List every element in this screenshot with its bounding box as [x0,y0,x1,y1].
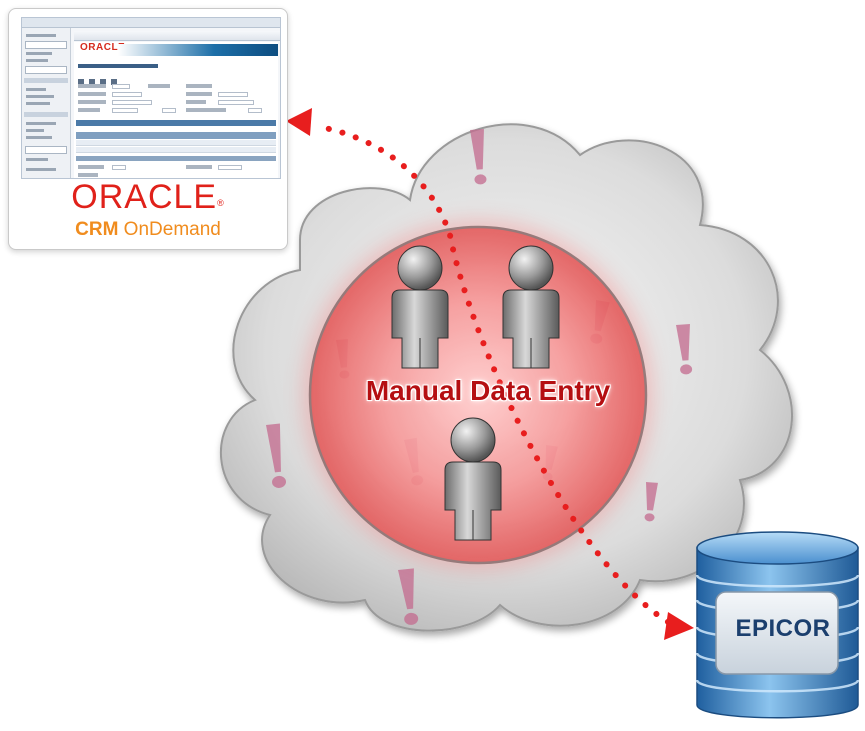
exclamation-icon [470,129,487,185]
person-icon [502,245,560,369]
database-icon [695,531,860,719]
oracle-crm-screenshot: ORACLE [21,17,281,179]
screenshot-oracle-logo: ORACLE [80,42,126,53]
crm-subtitle-bold: CRM [75,219,119,240]
exclamation-icon [644,482,658,522]
screenshot-main: ORACLE [74,42,278,178]
oracle-trademark: ® [217,198,225,208]
exclamation-icon [266,423,287,488]
arrowhead-left-icon [286,108,312,136]
database-label-plate [715,591,839,675]
oracle-logo-text: ORACLE [71,178,218,216]
manual-entry-circle [303,220,653,570]
manual-data-entry-label: Manual Data Entry [365,375,611,406]
person-icon [444,417,502,541]
exclamation-icon [398,568,419,625]
screenshot-sidebar [22,28,71,178]
person-icon [391,245,449,369]
screenshot-topbar [22,18,280,28]
crm-subtitle-rest: OnDemand [118,219,221,240]
oracle-logo: ORACLE® [9,179,287,215]
oracle-crm-card: ORACLE ORACLE® CRM OnDemand [8,8,288,250]
epicor-label: EPICOR [735,615,831,642]
crm-ondemand-subtitle: CRM OnDemand [9,219,287,241]
dotted-arrow [286,108,694,640]
screenshot-tabs [74,31,280,41]
arrowhead-right-icon [664,612,694,640]
exclamation-icon [676,324,693,375]
